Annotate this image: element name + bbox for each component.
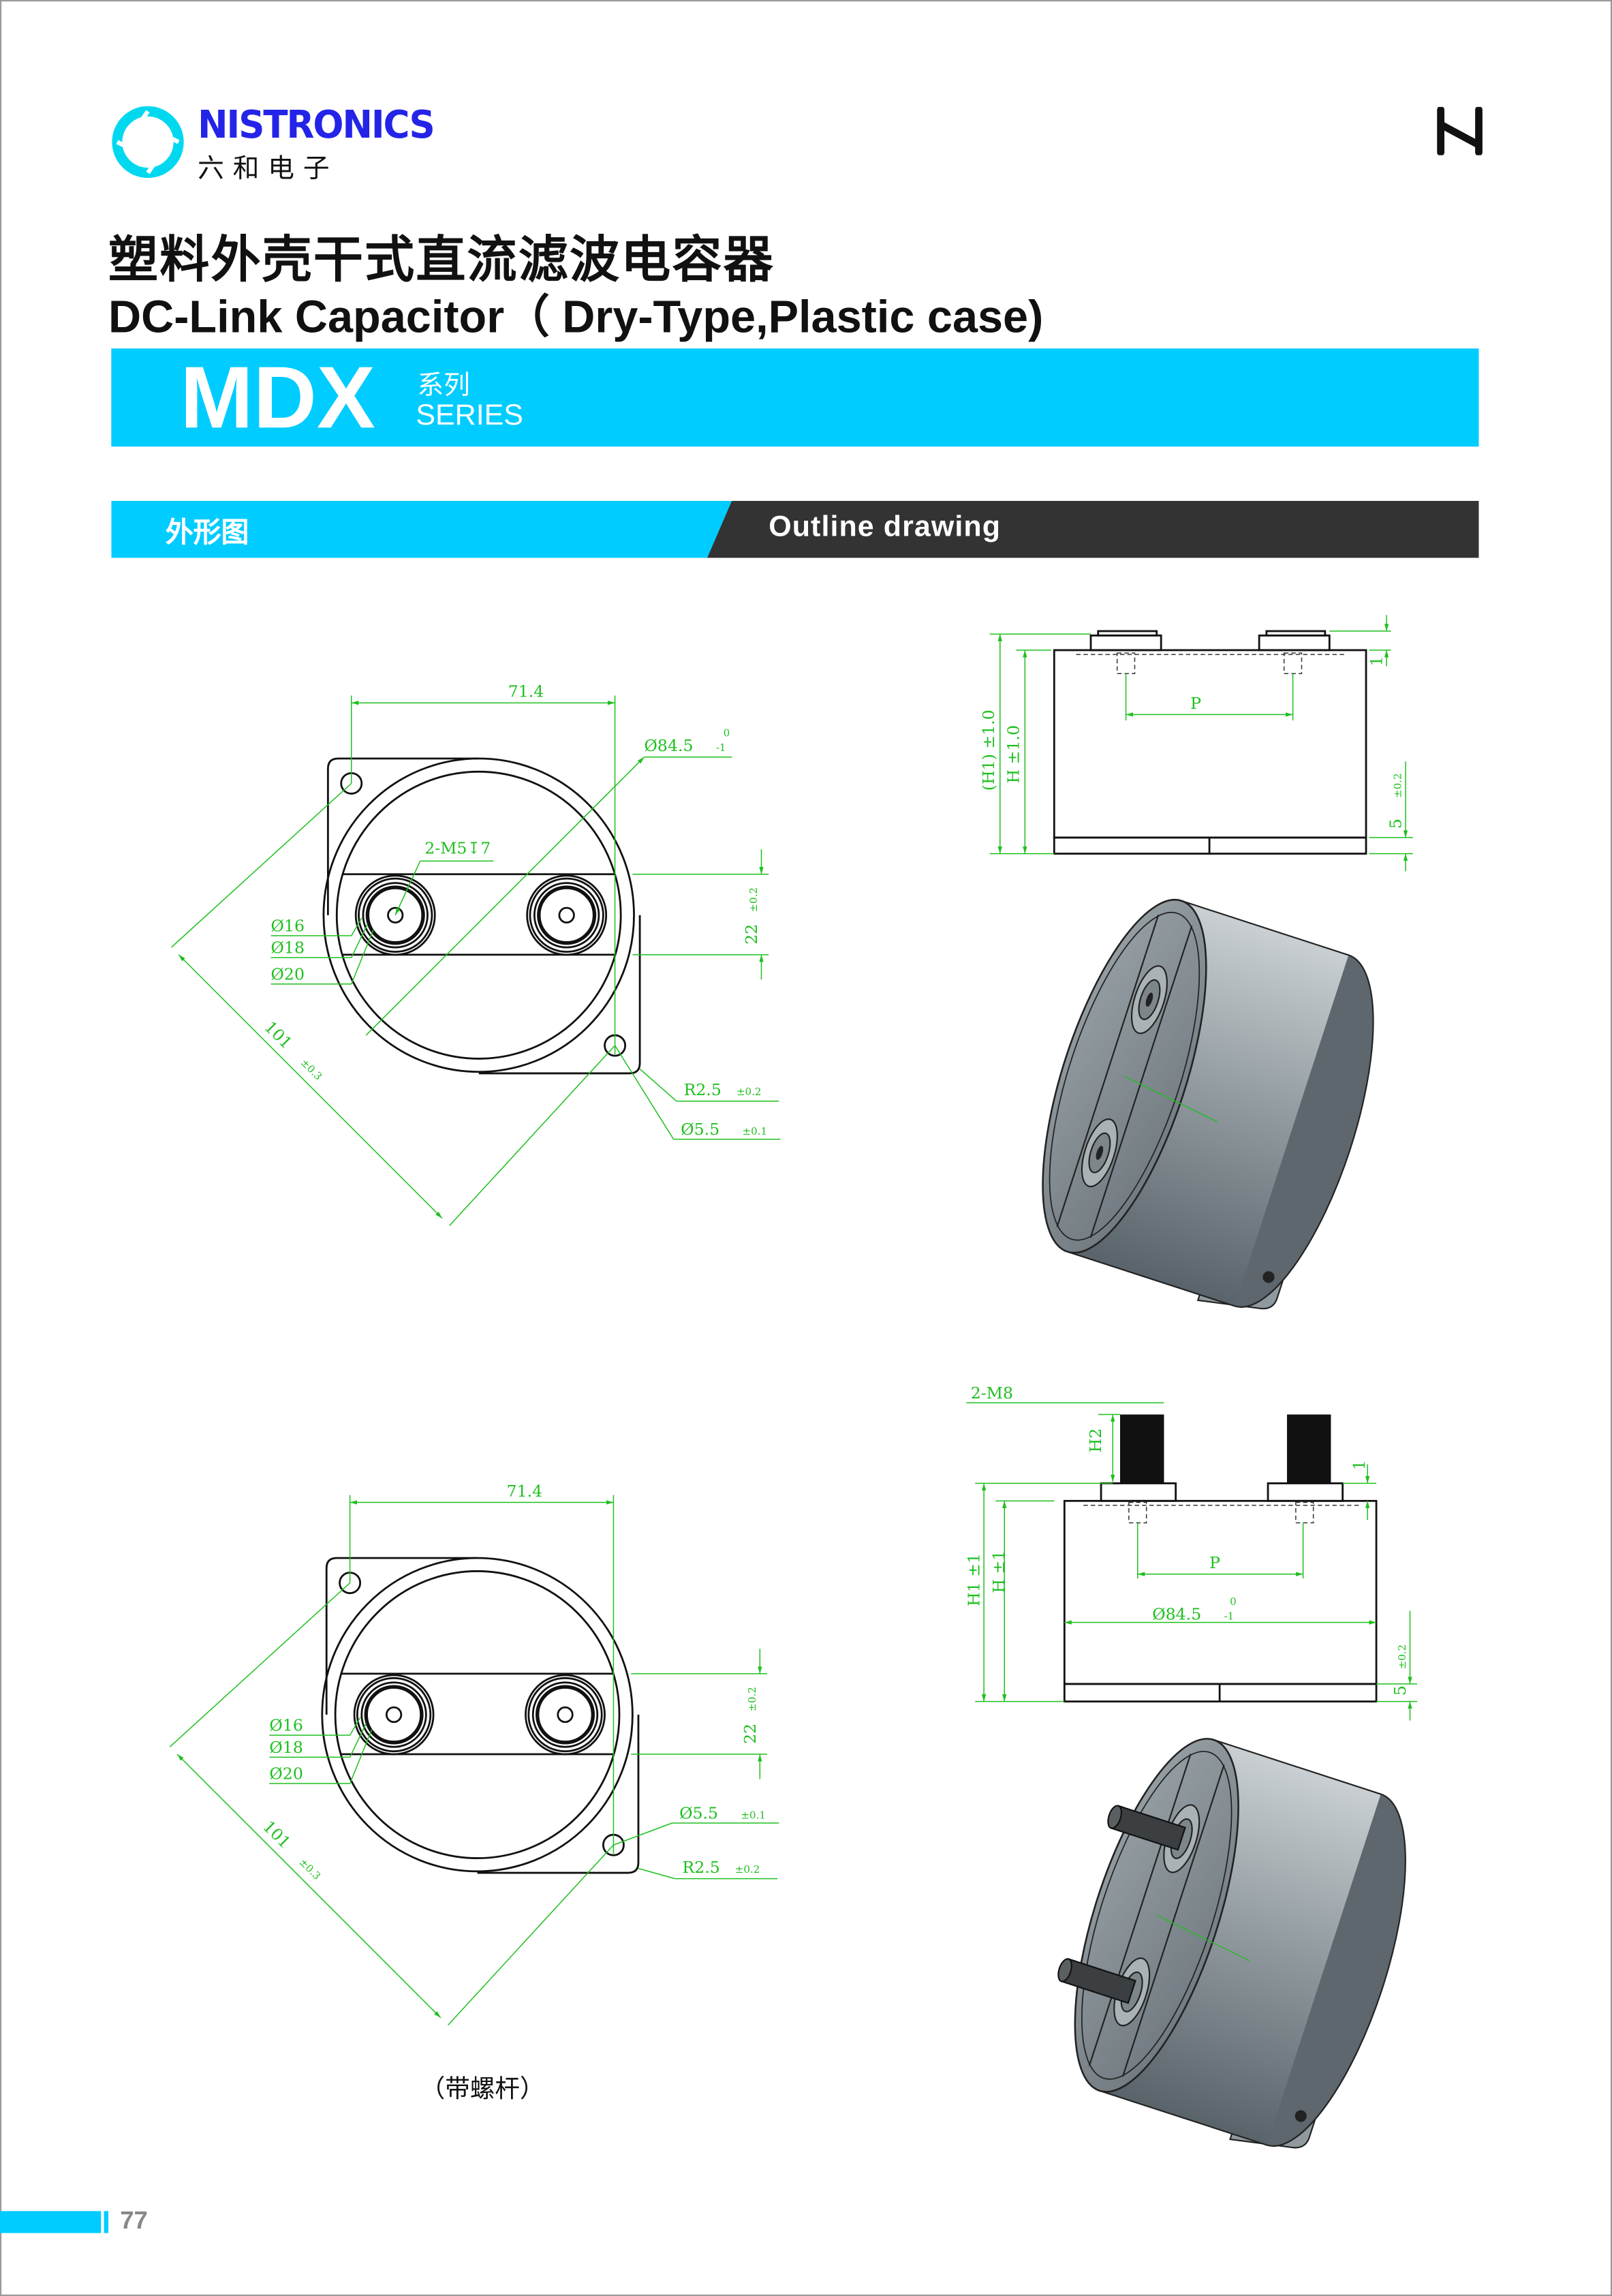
series-label-english: SERIES — [416, 399, 523, 432]
series-code: MDX — [180, 348, 375, 447]
nistronics-logo-icon — [112, 106, 184, 179]
width-dimension-label: 71.4 — [508, 682, 544, 701]
diagonal-dimension-label: 101 — [261, 1017, 296, 1053]
thread-spec-label: 2-M5↧7 — [424, 839, 491, 858]
corner-radius-tolerance: ±0.2 — [735, 1863, 760, 1876]
series-label-chinese: 系列 — [417, 370, 470, 400]
side-view-drawing: P (H1) ±1.0 H ±1.0 1 5 ±0.2 — [979, 615, 1413, 872]
pitch-tolerance-label: ±0.2 — [746, 1687, 758, 1711]
h1-dimension-label: H1 ±1 — [965, 1553, 984, 1606]
hole-diameter-tolerance: ±0.1 — [741, 1809, 766, 1822]
base-tolerance-label: ±0.2 — [1396, 1644, 1408, 1669]
threaded-stud-icon — [1119, 1414, 1164, 1484]
front-view-drawing-with-studs: 71.422±0.2101±0.3Ø16Ø18Ø20R2.5±0.2Ø5.5±0… — [169, 1482, 779, 2026]
n-mark-icon — [1437, 106, 1483, 155]
terminal — [525, 1674, 606, 1756]
section-title-english: Outline drawing — [769, 510, 1002, 544]
corner-radius-label: R2.5 — [684, 1080, 722, 1099]
terminal-height-label: 1 — [1350, 1460, 1369, 1470]
page-number-divider — [104, 2211, 109, 2233]
diameter-upper-tolerance: 0 — [1230, 1595, 1237, 1608]
base-height-label: 5 — [1391, 1685, 1410, 1696]
diameter-label: Ø84.5 — [1152, 1604, 1201, 1623]
ring-diameter-label: Ø16 — [271, 917, 305, 936]
series-banner — [111, 348, 1479, 447]
section-bar-dark — [707, 500, 1479, 558]
section-title-chinese: 外形图 — [165, 518, 249, 549]
ring-diameter-label: Ø18 — [269, 1738, 303, 1757]
capacitor-3d-render — [1042, 898, 1374, 1310]
page-number: 77 — [120, 2206, 148, 2235]
corner-radius-label: R2.5 — [682, 1858, 719, 1877]
diameter-lower-tolerance: -1 — [716, 741, 726, 754]
terminal — [526, 874, 608, 956]
threaded-stud-icon — [1107, 1805, 1186, 1851]
diameter-lower-tolerance: -1 — [1224, 1610, 1235, 1622]
h1-dimension-label: (H1) ±1.0 — [979, 709, 998, 791]
threaded-stud-icon — [1286, 1414, 1331, 1484]
width-dimension-label: 71.4 — [507, 1482, 543, 1501]
diameter-upper-tolerance: 0 — [724, 727, 730, 739]
hole-diameter-label: Ø5.5 — [679, 1804, 718, 1823]
capacitor-3d-render-with-studs — [1057, 1738, 1406, 2149]
diagonal-dimension-label: 101 — [259, 1817, 294, 1852]
page-title-english: DC-Link Capacitor（ Dry-Type,Plastic case… — [108, 291, 1044, 343]
pitch-label: P — [1209, 1553, 1220, 1572]
stud-thread-label: 2-M8 — [971, 1383, 1013, 1403]
corner-radius-tolerance: ±0.2 — [737, 1086, 762, 1098]
h-dimension-label: H ±1.0 — [1004, 725, 1023, 783]
pitch-dimension-label: 22 — [742, 924, 761, 945]
hole-diameter-tolerance: ±0.1 — [743, 1125, 768, 1137]
brand-chinese-name: 六和电子 — [198, 153, 339, 183]
h-dimension-label: H ±1 — [989, 1550, 1008, 1593]
section-bar-blue — [111, 500, 732, 558]
front-view-drawing: 71.422±0.2101±0.3Ø16Ø18Ø20R2.5±0.2Ø5.5±0… — [170, 682, 781, 1226]
ring-diameter-label: Ø16 — [269, 1716, 303, 1735]
diameter-label: Ø84.5 — [645, 736, 694, 755]
hole-diameter-label: Ø5.5 — [681, 1120, 719, 1139]
pitch-label: P — [1190, 694, 1201, 713]
pitch-dimension-label: 22 — [741, 1724, 760, 1744]
ring-diameter-label: Ø20 — [269, 1764, 303, 1784]
brand-name: NISTRONICS — [198, 104, 435, 149]
stud-version-caption: （带螺杆） — [420, 2075, 545, 2103]
threaded-stud-icon — [1057, 1958, 1136, 2004]
page-title-chinese: 塑料外壳干式直流滤波电容器 — [108, 232, 775, 289]
stud-height-label: H2 — [1086, 1428, 1105, 1453]
pitch-tolerance-label: ±0.2 — [747, 887, 760, 912]
page-number-bar — [0, 2211, 102, 2233]
base-height-label: 5 — [1386, 818, 1406, 829]
ring-diameter-label: Ø20 — [271, 964, 305, 983]
side-view-drawing-with-studs: P Ø84.5 0 -1 2-M8 H2 H1 ±1 H ±1 1 5 ±0.2 — [965, 1383, 1418, 1721]
terminal-height-label: 1 — [1367, 656, 1386, 667]
terminal — [353, 1674, 435, 1756]
base-tolerance-label: ±0.2 — [1392, 773, 1404, 797]
ring-diameter-label: Ø18 — [271, 938, 305, 958]
